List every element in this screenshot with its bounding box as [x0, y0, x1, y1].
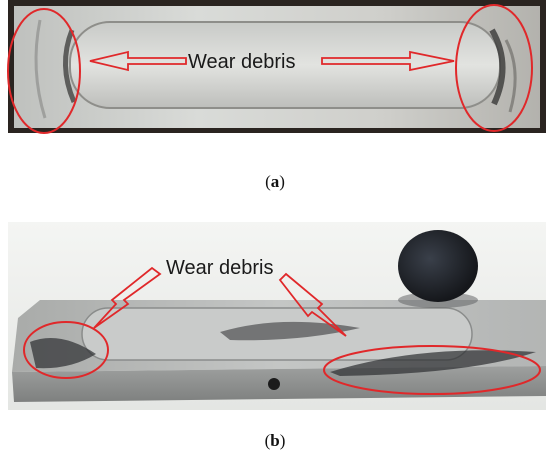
debris-left-b [30, 338, 96, 369]
annotation-ellipse-left-b [23, 321, 109, 379]
caption-letter-a: a [270, 172, 280, 191]
annotation-arrow-right-b [278, 272, 347, 337]
annotation-ellipse-right [455, 4, 533, 132]
annotation-arrow-left-b [93, 266, 162, 329]
debris-center [220, 321, 360, 341]
caption-letter-b: b [270, 431, 280, 450]
debris-left [62, 29, 77, 103]
debris-right [489, 28, 506, 106]
caption-b: (b) [264, 431, 286, 450]
photo-panel-b: Wear debris [0, 222, 550, 412]
bar-side-hole [268, 378, 280, 390]
wear-track-photo-b: Wear debris [8, 222, 546, 410]
pin [398, 230, 478, 302]
annotation-ellipse-left [7, 8, 81, 134]
wear-debris-label-b: Wear debris [166, 257, 273, 279]
annotation-arrow-right [321, 50, 455, 72]
debris-right-spread [504, 39, 517, 113]
annotation-arrow-left [89, 50, 187, 72]
wear-track-photo-a: Wear debris [7, 0, 546, 134]
caption-a: (a) [265, 172, 285, 191]
debris-left-spread [34, 19, 47, 119]
annotation-ellipse-right-b [323, 345, 541, 395]
wear-debris-label-a: Wear debris [188, 51, 295, 73]
debris-right-b [330, 350, 536, 376]
photo-panel-a: Wear debris [0, 0, 550, 140]
